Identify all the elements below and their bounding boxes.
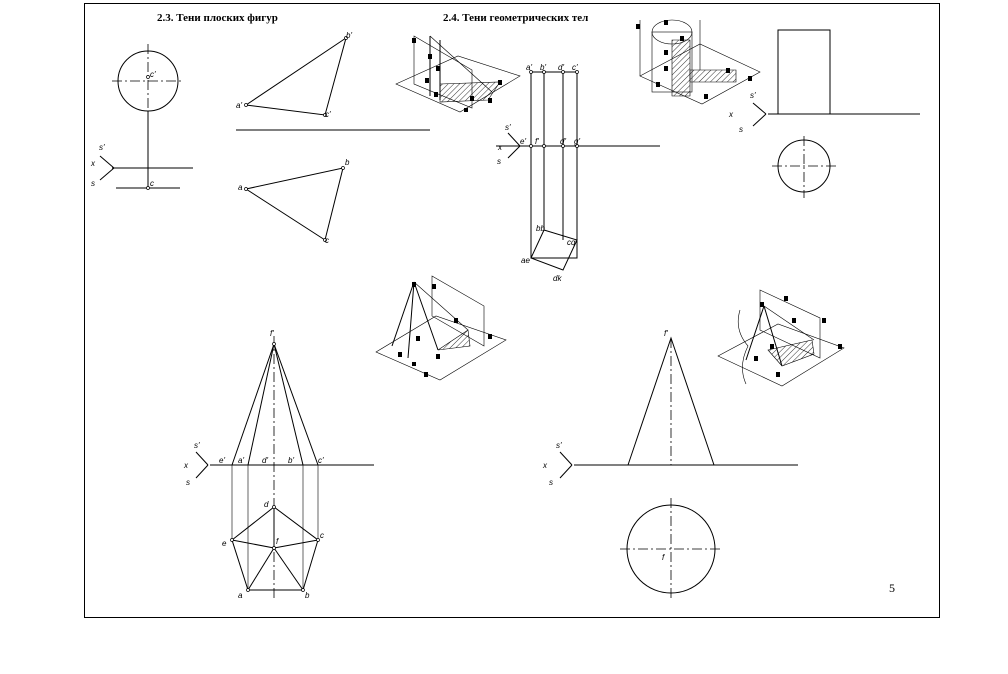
label-s-prime-6: s' xyxy=(556,441,562,450)
light-s-prime-3 xyxy=(507,132,521,147)
iso-cylinder-icon xyxy=(636,19,761,105)
sheet-frame xyxy=(84,3,940,618)
pyramid-shadow-problem: f' e' a' d' b' c' s' x s d c e f a b xyxy=(183,329,374,600)
label-s-6: s xyxy=(549,478,553,487)
label-e-5: e xyxy=(222,539,227,548)
label-x-5: x xyxy=(183,461,189,470)
light-s-prime-1 xyxy=(99,155,115,169)
label-b-prime-2: b' xyxy=(346,31,352,40)
prism-outline xyxy=(530,71,578,259)
label-b-prime-5: b' xyxy=(288,456,294,465)
label-c-prime-1: c' xyxy=(150,70,156,79)
triangle-horizontal xyxy=(244,167,344,241)
label-d-5: d xyxy=(264,500,269,509)
label-ae: ae xyxy=(521,256,530,265)
label-f-prime-3: f' xyxy=(535,137,539,146)
label-c-2: c xyxy=(325,236,329,245)
light-s-1 xyxy=(99,167,115,181)
label-c-prime-2: c' xyxy=(325,110,331,119)
label-b-5: b xyxy=(305,591,310,600)
prism-base xyxy=(530,229,578,271)
triangle-shadow-problem: a' b' c' a b c xyxy=(236,31,430,245)
label-s-5: s xyxy=(186,478,190,487)
label-c-prime-3: c' xyxy=(572,63,578,72)
cylinder-frontal xyxy=(777,29,831,115)
label-x-1: x xyxy=(90,159,96,168)
light-s-prime-6 xyxy=(559,451,573,466)
label-s-3: s xyxy=(497,157,501,166)
label-b-prime-3: b' xyxy=(540,63,546,72)
label-s-1: s xyxy=(91,179,95,188)
label-s-prime-4: s' xyxy=(750,91,756,100)
light-s-prime-4 xyxy=(752,102,767,115)
label-a-prime-5: a' xyxy=(238,456,244,465)
label-a-prime-2: a' xyxy=(236,101,242,110)
page-number: 5 xyxy=(889,581,895,595)
cone-shadow-problem: f' f s' x s xyxy=(542,329,798,600)
label-a-2: a xyxy=(238,183,243,192)
light-s-3 xyxy=(507,145,521,159)
light-s-prime-5 xyxy=(195,451,209,466)
label-x-3: x xyxy=(497,143,503,152)
light-s-5 xyxy=(195,464,209,479)
label-d-prime-3b: d' xyxy=(560,137,566,146)
label-bb: bb xyxy=(536,224,545,233)
label-s-prime-1: s' xyxy=(99,143,105,152)
label-cq: cq xyxy=(567,238,576,247)
label-d-prime-5: d' xyxy=(262,456,268,465)
iso-prism-icon xyxy=(395,35,521,113)
light-s-6 xyxy=(559,464,573,479)
circle-shadow-problem: c' c s' x s xyxy=(90,44,193,190)
triangle-frontal xyxy=(244,36,347,116)
label-b-2: b xyxy=(345,158,350,167)
label-e-prime-3: e' xyxy=(520,137,526,146)
label-c-prime-5: c' xyxy=(318,456,324,465)
label-f-6: f xyxy=(662,553,665,562)
label-d-prime-3: d' xyxy=(558,63,564,72)
iso-cone-icon xyxy=(717,289,845,387)
label-e-prime-5: e' xyxy=(219,456,225,465)
section-title-solids: 2.4. Тени геометрических тел xyxy=(443,12,589,24)
label-a-5: a xyxy=(238,591,243,600)
label-c-1: c xyxy=(150,179,154,188)
iso-pyramid-icon xyxy=(375,275,507,381)
label-a-prime-3: a' xyxy=(526,63,532,72)
section-title-flat-figures: 2.3. Тени плоских фигур xyxy=(157,12,278,24)
label-dk: dk xyxy=(553,274,562,283)
label-s-4: s xyxy=(739,125,743,134)
pyramid-base xyxy=(231,506,319,591)
label-f-prime-5: f' xyxy=(270,329,274,338)
label-s-prime-5: s' xyxy=(194,441,200,450)
label-g-prime-3: g' xyxy=(574,137,580,146)
label-c-5: c xyxy=(320,531,324,540)
label-f-prime-6: f' xyxy=(664,329,668,338)
label-s-prime-3: s' xyxy=(505,123,511,132)
prism-shadow-problem: a' b' d' c' e' f' d' g' s' x s bb cq ae … xyxy=(496,63,660,283)
label-x-4: x xyxy=(728,110,734,119)
label-f-5: f xyxy=(276,537,279,546)
label-x-6: x xyxy=(542,461,548,470)
cylinder-shadow-problem: s' x s xyxy=(728,29,920,198)
light-s-4 xyxy=(752,113,767,127)
